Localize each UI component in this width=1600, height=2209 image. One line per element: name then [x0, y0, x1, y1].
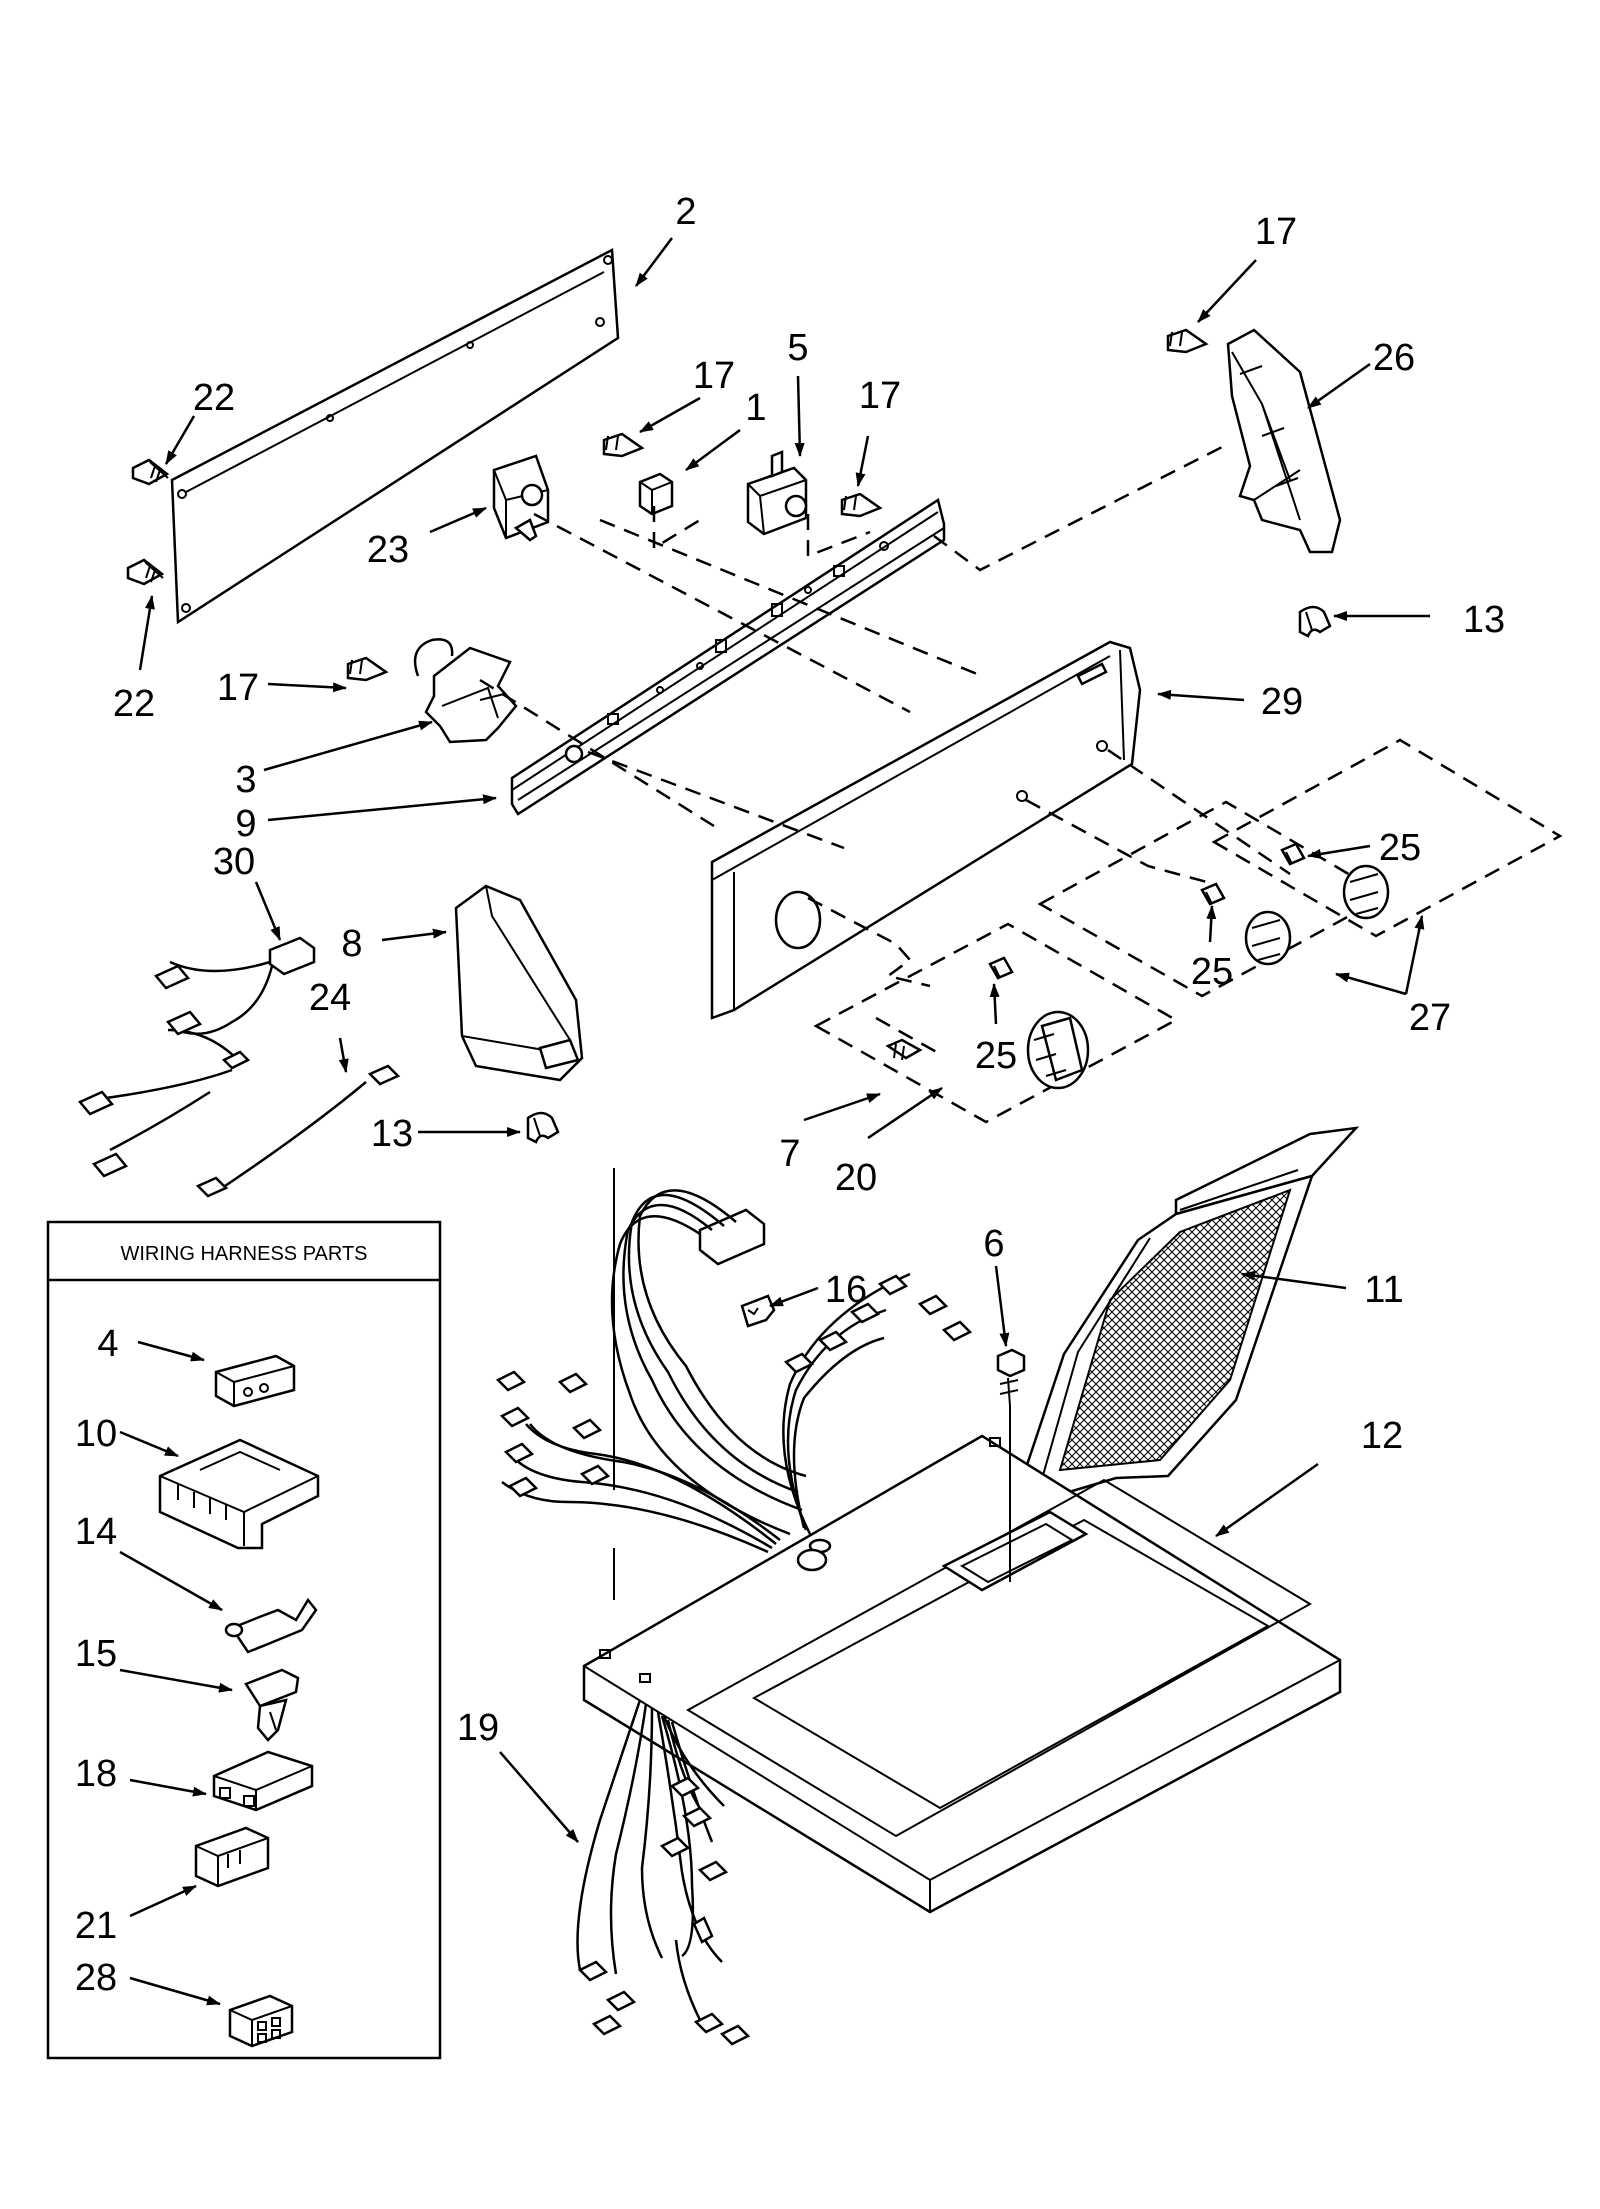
connector-part-21 [194, 1826, 270, 1888]
screw-part-22-lower [126, 558, 165, 586]
callout-17-center: 17 [693, 355, 735, 397]
callout-2: 2 [675, 191, 696, 233]
callout-15: 15 [75, 1633, 117, 1675]
callout-14: 14 [75, 1511, 117, 1553]
callout-3: 3 [235, 759, 256, 801]
wire-harness-part-24 [195, 1064, 401, 1198]
callout-1: 1 [745, 387, 766, 429]
screw-part-17-d [346, 656, 389, 682]
callout-29: 29 [1261, 681, 1303, 723]
rear-panel-part-2 [170, 248, 620, 625]
callout-13-left: 13 [371, 1113, 413, 1155]
clip-part-25-a [988, 956, 1014, 980]
bracket-part-9 [510, 497, 946, 816]
callout-10: 10 [75, 1413, 117, 1455]
screw-part-17-a [602, 432, 645, 458]
callout-20: 20 [835, 1157, 877, 1199]
callout-17-mid-right: 17 [859, 375, 901, 417]
clip-part-13-lower [526, 1111, 560, 1144]
timer-part-3 [413, 638, 518, 744]
console-part-29 [710, 640, 1142, 1020]
callout-18: 18 [75, 1753, 117, 1795]
wire-harness-part-30 [77, 936, 316, 1178]
callout-17-top-right: 17 [1255, 211, 1297, 253]
callout-5: 5 [787, 327, 808, 369]
knob-part-27-mid [1244, 910, 1292, 966]
callout-8: 8 [341, 923, 362, 965]
knob-part-27-large [1026, 1010, 1090, 1090]
callout-26: 26 [1373, 337, 1415, 379]
clip-part-25-c [1280, 842, 1306, 866]
main-wire-harness [495, 1168, 973, 2046]
connector-part-4 [214, 1354, 296, 1408]
clip-part-25-b [1200, 882, 1226, 906]
callout-25-right: 25 [1379, 827, 1421, 869]
callout-25-mid: 25 [1191, 951, 1233, 993]
callout-4: 4 [97, 1323, 118, 1365]
screw-part-17-c [1166, 328, 1209, 354]
callout-leaders [138, 237, 1430, 1843]
terminal-part-14 [224, 1597, 318, 1654]
top-panel-part-12 [582, 1434, 1342, 1914]
screw-part-6 [996, 1348, 1026, 1582]
connector-part-18 [212, 1750, 314, 1812]
callout-21: 21 [75, 1905, 117, 1947]
wiring-harness-inset: WIRING HARNESS PARTS [46, 1220, 442, 2060]
end-cap-part-8 [454, 884, 584, 1082]
screw-part-22-upper [131, 458, 170, 486]
switch-part-5 [746, 450, 808, 536]
end-cap-part-26 [1226, 328, 1342, 554]
callout-12: 12 [1361, 1415, 1403, 1457]
callout-27: 27 [1409, 997, 1451, 1039]
lint-duct-part-11 [1018, 1126, 1360, 1502]
clip-part-13-upper [1298, 605, 1332, 638]
callout-30: 30 [213, 841, 255, 883]
switch-part-23 [492, 454, 550, 542]
callout-22-bottom: 22 [113, 683, 155, 725]
callout-11: 11 [1364, 1269, 1403, 1311]
connector-part-28 [228, 1994, 294, 2048]
callout-9: 9 [235, 803, 256, 845]
callout-19: 19 [457, 1707, 499, 1749]
callout-6: 6 [983, 1223, 1004, 1265]
callout-7: 7 [779, 1133, 800, 1175]
callout-25-left: 25 [975, 1035, 1017, 1077]
connector-part-10 [158, 1438, 320, 1550]
knob-part-27-right [1342, 864, 1390, 920]
callout-24: 24 [309, 977, 351, 1019]
screw-part-7 [885, 1038, 923, 1061]
callout-13-right: 13 [1463, 599, 1505, 641]
callout-23: 23 [367, 529, 409, 571]
inset-title: WIRING HARNESS PARTS [120, 1243, 367, 1265]
callout-16: 16 [825, 1269, 867, 1311]
callout-labels: 2 17 26 22 17 1 5 17 23 13 22 17 29 3 9 … [113, 191, 1505, 1749]
callout-17-left: 17 [217, 667, 259, 709]
callout-22-top: 22 [193, 377, 235, 419]
callout-28: 28 [75, 1957, 117, 1999]
screw-part-17-b [840, 492, 883, 518]
clip-part-15 [244, 1668, 300, 1742]
block-part-1 [638, 472, 674, 516]
